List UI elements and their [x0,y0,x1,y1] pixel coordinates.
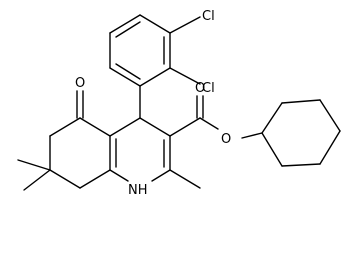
bond [139,14,171,34]
oxygen-label: O [75,76,85,91]
bond [169,67,201,85]
bond [169,117,201,137]
oxygen-label: O [221,132,231,147]
bond [261,102,283,134]
chlorine-label: Cl [202,9,215,24]
bond [169,16,201,34]
dichlorophenyl-ring [109,14,201,87]
oxygen-label: O [195,81,205,96]
bond [139,117,171,137]
bond [199,117,219,130]
bond [49,169,81,189]
chlorine-label: Cl [202,81,215,96]
bond [241,132,263,139]
dihydropyridine-ring [109,117,171,182]
aromatic-inner-bond [115,21,141,38]
cyclohexyl-ring [261,99,341,167]
ester-group [169,95,263,139]
bond [261,132,283,167]
bond [139,67,171,87]
bond [109,117,141,137]
bond [281,99,321,104]
aromatic-inner-bond [115,63,141,80]
nh-label: NH [128,183,148,198]
bond [109,169,129,182]
methyl-bond [23,169,51,191]
methyl-bond [17,159,51,171]
bond [151,169,171,182]
bond [281,163,321,167]
methyl-bond [169,169,201,189]
bond [49,117,81,137]
cyclohexenone-ring [17,90,111,191]
bond [109,14,141,34]
bond [319,130,341,165]
bond [79,169,111,189]
bond [109,67,141,87]
bond [79,117,111,137]
bond [319,99,341,132]
